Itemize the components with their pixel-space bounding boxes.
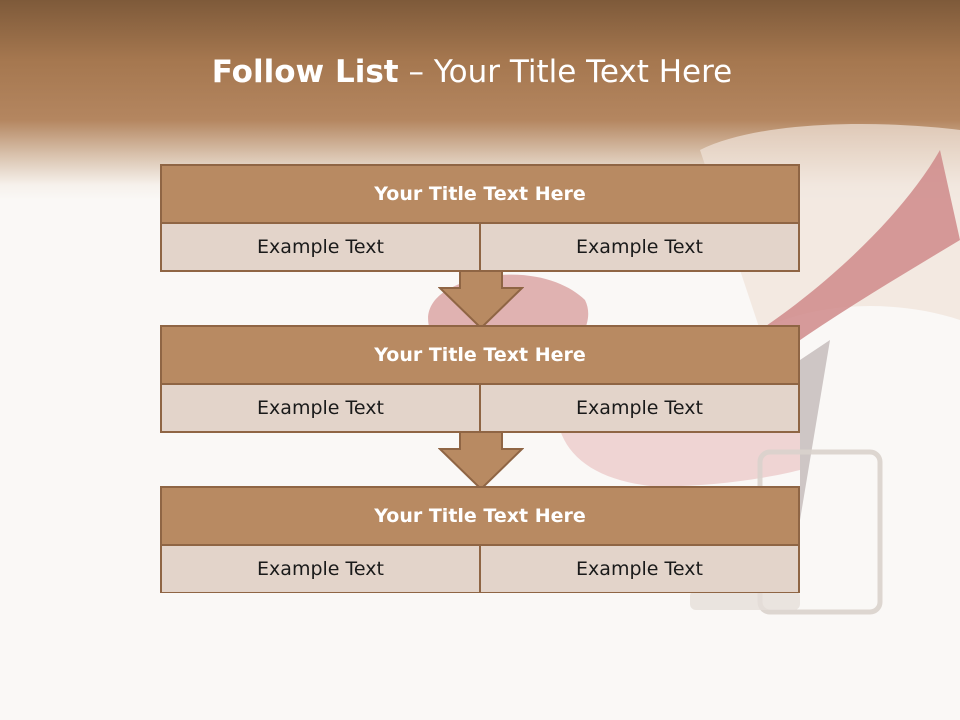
block-title: Your Title Text Here	[162, 166, 798, 224]
down-arrow-icon	[438, 270, 524, 330]
block-title: Your Title Text Here	[162, 327, 798, 385]
block-cell-right: Example Text	[479, 385, 798, 431]
list-block-1: Your Title Text Here Example Text Exampl…	[160, 164, 800, 272]
slide-title-strong: Follow List	[211, 54, 399, 90]
list-block-2: Your Title Text Here Example Text Exampl…	[160, 325, 800, 433]
block-cell-left: Example Text	[162, 224, 479, 270]
block-row: Example Text Example Text	[162, 224, 798, 270]
block-cell-left: Example Text	[162, 546, 479, 592]
slide-title: Follow List – Your Title Text Here	[0, 54, 944, 90]
slide-title-rest: – Your Title Text Here	[398, 54, 733, 90]
block-cell-right: Example Text	[479, 546, 798, 592]
block-row: Example Text Example Text	[162, 385, 798, 431]
block-cell-left: Example Text	[162, 385, 479, 431]
block-title: Your Title Text Here	[162, 488, 798, 546]
down-arrow-icon	[438, 431, 524, 491]
block-row: Example Text Example Text	[162, 546, 798, 592]
list-block-3: Your Title Text Here Example Text Exampl…	[160, 486, 800, 593]
block-cell-right: Example Text	[479, 224, 798, 270]
